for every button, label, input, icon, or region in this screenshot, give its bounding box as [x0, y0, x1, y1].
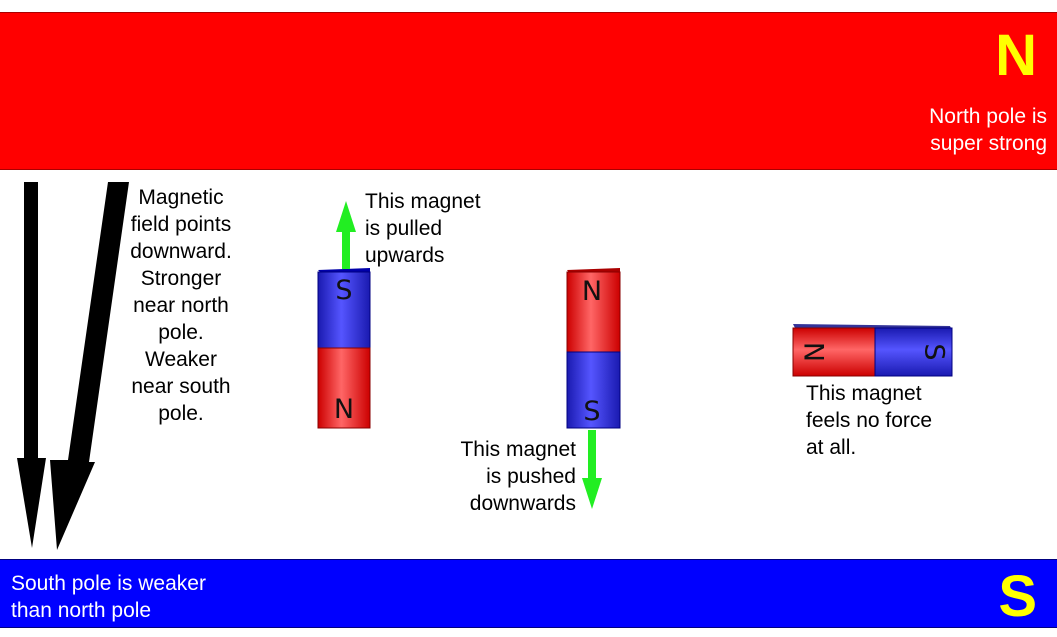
magnet-2-caption: This magnet is pushed downwards — [460, 438, 576, 515]
magnet-pushed-down: N S — [566, 268, 621, 429]
magnet-1-caption: This magnet is pulled upwards — [365, 190, 481, 267]
force-arrow-down — [582, 430, 602, 509]
magnet-3-left-pole: N — [798, 342, 829, 362]
force-arrow-up — [336, 201, 356, 269]
north-pole-letter: N — [995, 23, 1037, 88]
magnet-no-force: N S — [792, 324, 953, 377]
field-description: Magnetic field points downward. Stronger… — [130, 186, 232, 425]
south-pole-caption: South pole is weaker than north pole — [11, 572, 206, 622]
magnet-1-bottom-pole: N — [334, 394, 354, 425]
magnet-2-bottom-pole: S — [583, 396, 600, 427]
north-pole-caption: North pole is super strong — [929, 105, 1047, 155]
north-pole-band: N North pole is super strong — [0, 12, 1057, 170]
field-arrow-left — [17, 182, 46, 548]
magnet-3-caption: This magnet feels no force at all. — [806, 382, 933, 459]
south-pole-band: South pole is weaker than north pole S — [0, 559, 1057, 628]
south-pole-letter: S — [998, 564, 1037, 629]
magnet-pulled-up: S N — [317, 268, 371, 429]
magnet-3-right-pole: S — [919, 343, 950, 360]
magnet-1-top-pole: S — [335, 275, 352, 306]
field-arrow-right — [50, 182, 129, 550]
magnet-2-top-pole: N — [582, 276, 602, 307]
